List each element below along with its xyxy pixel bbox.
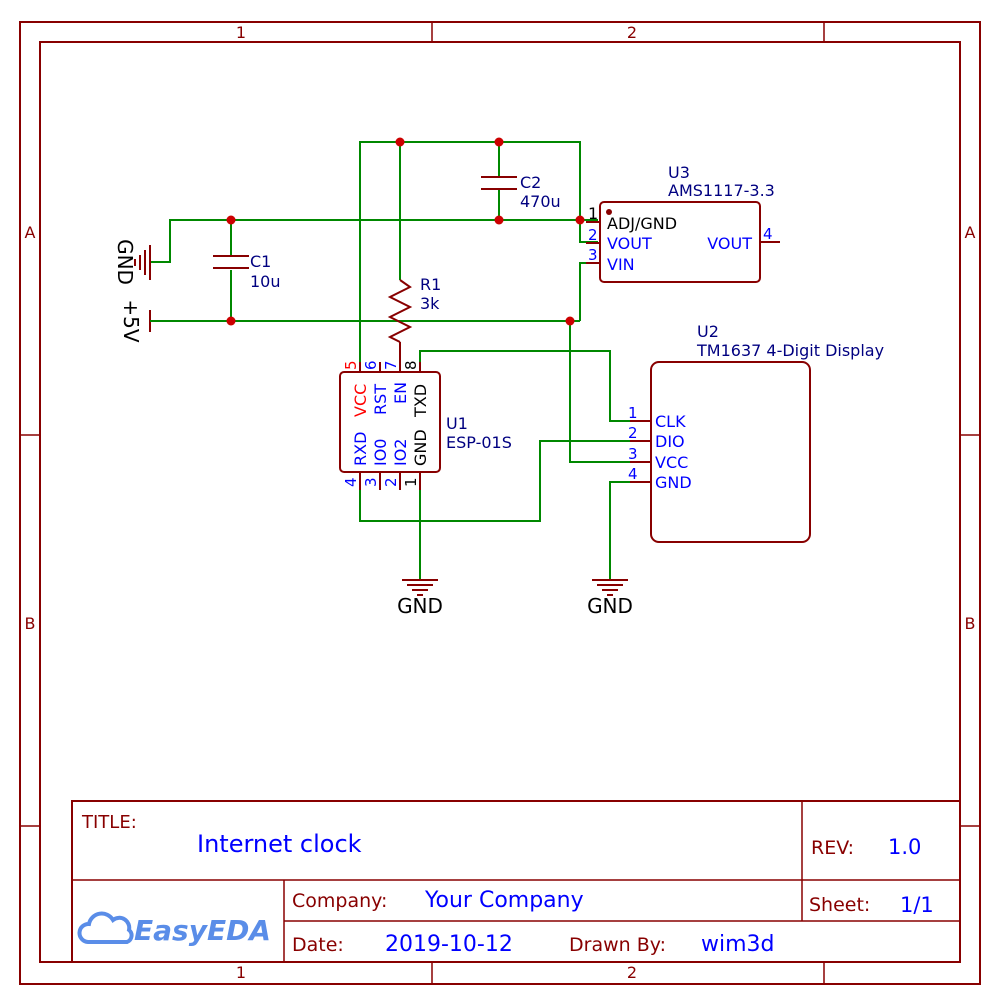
frame-row-label-right-b: B: [965, 614, 976, 633]
r1-ref: R1: [420, 275, 441, 294]
drawn-by-label: Drawn By:: [569, 934, 666, 956]
easyeda-logo: EasyEDA: [77, 911, 271, 947]
c2-value: 470u: [520, 192, 561, 211]
title-value: Internet clock: [197, 830, 362, 858]
plus5v-label: +5V: [119, 299, 143, 342]
date-value: 2019-10-12: [385, 932, 513, 957]
company-label: Company:: [292, 890, 387, 912]
gnd-left-label: GND: [113, 239, 137, 285]
u3-pin2-num: 2: [588, 226, 598, 244]
u3-pin4-name: VOUT: [707, 234, 752, 253]
u3-pin1-name: ADJ/GND: [607, 214, 677, 233]
junction: [575, 215, 585, 225]
cloud-icon: [77, 911, 134, 944]
logo-text: EasyEDA: [134, 914, 271, 947]
frame-row-label-right-a: A: [965, 223, 976, 242]
gnd-u2-label: GND: [587, 594, 633, 618]
date-label: Date:: [292, 934, 344, 956]
u3-pin2-name: VOUT: [607, 234, 652, 253]
u1-pin2-num: 2: [382, 477, 400, 487]
sheet-value: 1/1: [900, 893, 934, 917]
junction: [494, 215, 504, 225]
gnd-symbol-u2: GND: [587, 579, 633, 618]
u1-pin2-name: IO2: [391, 439, 410, 467]
display-u2: U2 TM1637 4-Digit Display 1 CLK 2 DIO 3 …: [628, 322, 884, 543]
u3-pin4-num: 4: [763, 225, 773, 243]
junction: [494, 137, 504, 147]
u1-pin1-num: 1: [402, 477, 420, 487]
r1-value: 3k: [420, 294, 440, 313]
plus5v-symbol: +5V: [119, 299, 170, 343]
junctions: [226, 137, 585, 326]
u2-pin1-num: 1: [628, 404, 638, 422]
u1-pin3-num: 3: [362, 477, 380, 487]
u2-pin4-name: GND: [655, 473, 692, 492]
u3-ref: U3: [668, 163, 690, 182]
junction: [565, 316, 575, 326]
frame-col-label-top-1: 1: [236, 23, 246, 42]
u1-pin6-num: 6: [362, 360, 380, 370]
u3-value: AMS1117-3.3: [668, 181, 775, 200]
drawn-by-value: wim3d: [701, 932, 775, 957]
u2-pin2-num: 2: [628, 424, 638, 442]
capacitor-c1: C1 10u: [213, 252, 281, 291]
u2-pin1-name: CLK: [655, 412, 686, 431]
u1-pin4-num: 4: [342, 477, 360, 487]
wires: [150, 141, 630, 580]
pin1-marker: [606, 209, 612, 215]
title-block: TITLE: Internet clock REV: 1.0 Company: …: [71, 800, 961, 963]
u3-pin1-num: 1: [588, 204, 598, 223]
u2-value: TM1637 4-Digit Display: [696, 341, 884, 360]
frame-row-label-left-a: A: [25, 223, 36, 242]
gnd-u1-label: GND: [397, 594, 443, 618]
u1-pin5-num: 5: [342, 360, 360, 370]
junction: [395, 137, 405, 147]
u2-pin4-num: 4: [628, 465, 638, 483]
u2-ref: U2: [697, 322, 719, 341]
u3-pin3-name: VIN: [607, 255, 635, 274]
module-u1: U1 ESP-01S 5 6 7 8 VCC RST EN TXD RXD IO…: [339, 360, 512, 490]
rev-value: 1.0: [888, 835, 921, 859]
gnd-symbol-u1: GND: [397, 579, 443, 618]
rev-label: REV:: [811, 837, 854, 859]
company-value: Your Company: [424, 888, 584, 913]
resistor-r1: R1 3k: [387, 275, 441, 372]
sheet-label: Sheet:: [809, 894, 870, 916]
title-label: TITLE:: [81, 812, 137, 833]
u1-pin7-name: EN: [391, 382, 410, 404]
u2-pin2-name: DIO: [655, 432, 685, 451]
junction: [226, 316, 236, 326]
frame-col-label-bottom-2: 2: [627, 963, 637, 982]
frame-row-label-left-b: B: [25, 614, 36, 633]
gnd-symbol-left: GND: [113, 239, 151, 285]
u1-pin1-name: GND: [411, 429, 430, 466]
u3-pin3-num: 3: [588, 246, 598, 264]
frame-col-label-top-2: 2: [627, 23, 637, 42]
c2-ref: C2: [520, 173, 541, 192]
c1-value: 10u: [250, 272, 281, 291]
regulator-u3: U3 AMS1117-3.3 1 ADJ/GND 2 VOUT 3 VIN 4 …: [586, 163, 780, 283]
u2-pin3-num: 3: [628, 445, 638, 463]
frame-col-label-bottom-1: 1: [236, 963, 246, 982]
u1-pin6-name: RST: [371, 384, 390, 415]
u1-pin5-name: VCC: [351, 384, 370, 417]
u2-pin3-name: VCC: [655, 453, 688, 472]
u1-pin7-num: 7: [382, 360, 400, 370]
c1-ref: C1: [250, 252, 271, 271]
u1-pin3-name: IO0: [371, 439, 390, 467]
u1-value: ESP-01S: [446, 433, 512, 452]
u1-pin8-num: 8: [402, 360, 420, 370]
u1-pin4-name: RXD: [351, 432, 370, 466]
capacitor-c2: C2 470u: [481, 173, 561, 211]
u1-pin8-name: TXD: [411, 384, 430, 418]
junction: [226, 215, 236, 225]
u1-ref: U1: [446, 414, 468, 433]
